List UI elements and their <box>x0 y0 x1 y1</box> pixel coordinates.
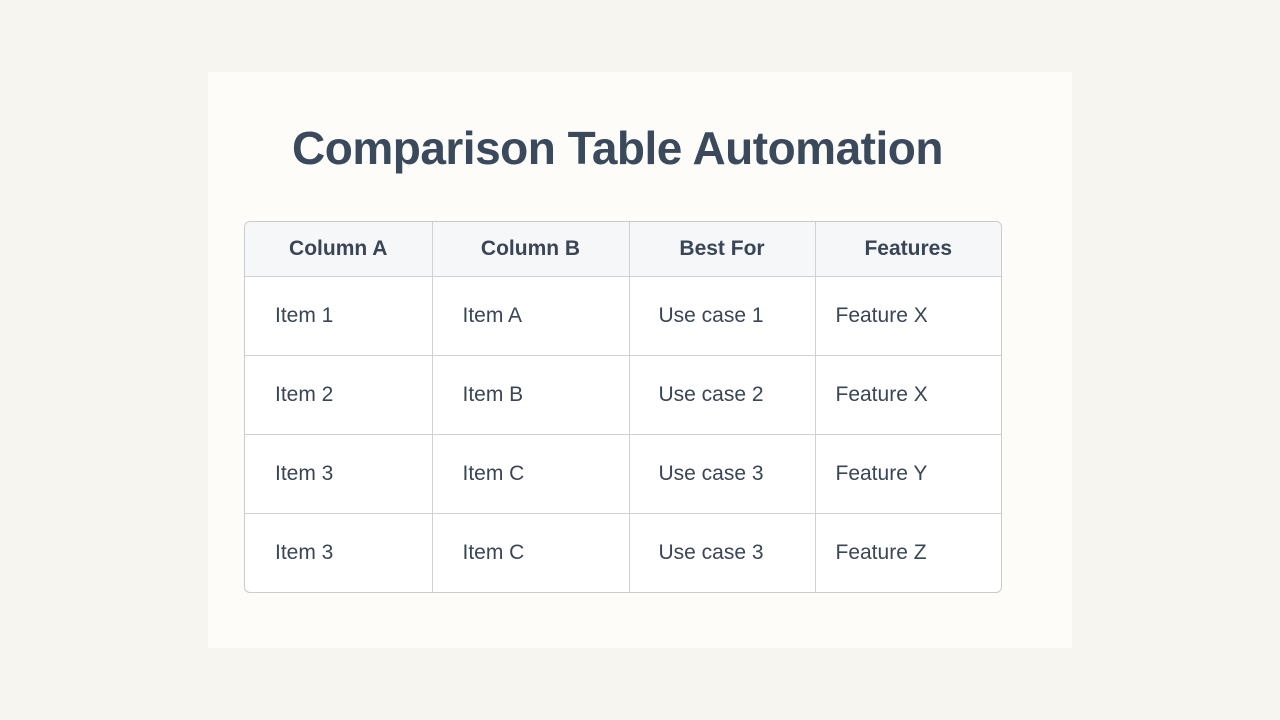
table-header-row: Column A Column B Best For Features <box>245 222 1001 277</box>
comparison-table-container: Column A Column B Best For Features Item… <box>244 221 1002 593</box>
cell-features: Feature X <box>815 276 1001 356</box>
page-title: Comparison Table Automation <box>292 122 943 174</box>
cell-column-a: Item 2 <box>245 355 433 435</box>
cell-column-a: Item 3 <box>245 434 433 514</box>
header-best-for: Best For <box>629 222 816 277</box>
cell-column-a: Item 3 <box>245 513 433 592</box>
cell-best-for: Use case 3 <box>629 434 816 514</box>
header-column-a: Column A <box>245 222 433 277</box>
cell-features: Feature X <box>815 355 1001 435</box>
content-card: Comparison Table Automation Column A Col… <box>208 72 1072 648</box>
cell-column-a: Item 1 <box>245 276 433 356</box>
cell-features: Feature Y <box>815 434 1001 514</box>
table-row: Item 3 Item C Use case 3 Feature Z <box>245 513 1001 592</box>
cell-features: Feature Z <box>835 541 927 564</box>
cell-column-b: Item B <box>432 355 630 435</box>
cell-column-b: Item C <box>432 513 630 592</box>
cell-best-for: Use case 3 <box>629 513 816 592</box>
cell-best-for: Use case 1 <box>629 276 816 356</box>
table-row: Item 3 Item C Use case 3 Feature Y <box>245 434 1001 514</box>
cell-best-for: Use case 2 <box>629 355 816 435</box>
comparison-table: Column A Column B Best For Features Item… <box>245 222 1001 592</box>
cell-column-b: Item C <box>432 434 630 514</box>
header-column-b: Column B <box>432 222 630 277</box>
header-features: Features <box>815 222 1001 277</box>
cell-column-b: Item A <box>432 276 630 356</box>
table-row: Item 1 Item A Use case 1 Feature X <box>245 276 1001 356</box>
table-row: Item 2 Item B Use case 2 Feature X <box>245 355 1001 435</box>
